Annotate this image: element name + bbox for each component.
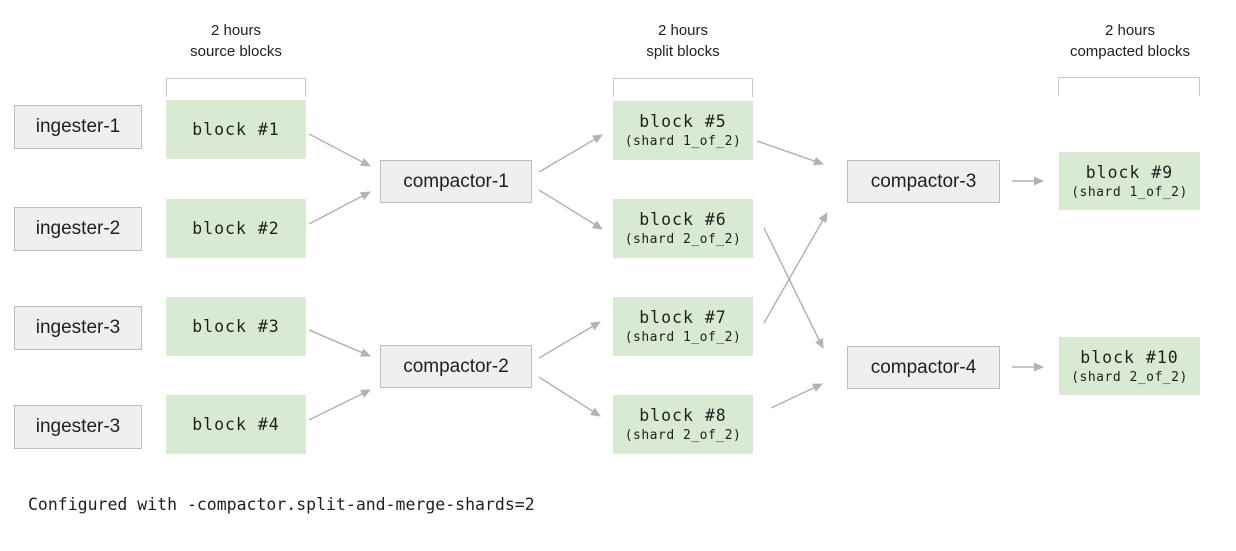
header-compacted-blocks: 2 hours compacted blocks bbox=[1040, 20, 1220, 62]
source-block-4-label: block #4 bbox=[192, 415, 280, 434]
compacted-block-9-label: block #9 bbox=[1085, 162, 1174, 182]
split-block-6-label: block #6 bbox=[639, 210, 727, 229]
arrow-compactor2-block7 bbox=[538, 321, 601, 359]
compactor-4-box: compactor-4 bbox=[847, 346, 1000, 389]
split-block-7-shard: (shard 1_of_2) bbox=[624, 330, 742, 345]
header-source-line2: source blocks bbox=[190, 43, 282, 60]
arrow-compactor1-block5 bbox=[538, 134, 603, 173]
arrow-block7-compactor3 bbox=[763, 212, 828, 324]
header-split-line1: 2 hours bbox=[657, 22, 709, 39]
compacted-block-10: block #10 (shard 2_of_2) bbox=[1059, 337, 1200, 395]
split-block-8-shard: (shard 2_of_2) bbox=[624, 428, 742, 443]
ingester-2-label: ingester-2 bbox=[35, 218, 121, 239]
source-block-3: block #3 bbox=[166, 297, 306, 356]
source-block-2: block #2 bbox=[166, 199, 306, 258]
split-block-8-label: block #8 bbox=[639, 406, 727, 425]
ingester-2-box: ingester-2 bbox=[14, 207, 142, 251]
split-block-5-shard: (shard 1_of_2) bbox=[624, 134, 742, 149]
arrow-compactor1-block6 bbox=[538, 189, 603, 230]
arrow-block2-compactor1 bbox=[308, 191, 371, 225]
split-block-5: block #5 (shard 1_of_2) bbox=[613, 101, 753, 160]
compacted-block-9: block #9 (shard 1_of_2) bbox=[1059, 152, 1200, 210]
source-block-2-label: block #2 bbox=[192, 219, 280, 238]
header-compacted-line2: compacted blocks bbox=[1069, 43, 1191, 60]
config-caption: Configured with -compactor.split-and-mer… bbox=[28, 495, 535, 514]
arrow-compactor2-block8 bbox=[538, 376, 601, 417]
header-source-line1: 2 hours bbox=[210, 22, 262, 39]
compactor-1-box: compactor-1 bbox=[380, 160, 532, 203]
ingester-1-label: ingester-1 bbox=[35, 116, 121, 137]
arrow-block6-compactor4 bbox=[763, 227, 824, 349]
arrow-block8-compactor4 bbox=[770, 383, 823, 409]
compactor-2-box: compactor-2 bbox=[380, 345, 532, 388]
split-block-7: block #7 (shard 1_of_2) bbox=[613, 297, 753, 356]
source-block-1: block #1 bbox=[166, 100, 306, 159]
compacted-block-10-label: block #10 bbox=[1080, 347, 1179, 367]
compactor-3-label: compactor-3 bbox=[870, 170, 977, 192]
compacted-block-10-shard: (shard 2_of_2) bbox=[1071, 369, 1188, 385]
header-source-blocks: 2 hours source blocks bbox=[166, 20, 306, 62]
header-split-line2: split blocks bbox=[646, 43, 720, 60]
ingester-3-box: ingester-3 bbox=[14, 306, 142, 350]
time-range-bracket-split bbox=[613, 78, 753, 97]
time-range-bracket-source bbox=[166, 78, 306, 97]
ingester-3-label: ingester-3 bbox=[35, 317, 121, 338]
ingester-4-box: ingester-3 bbox=[14, 405, 142, 449]
split-block-8: block #8 (shard 2_of_2) bbox=[613, 395, 753, 454]
split-block-6-shard: (shard 2_of_2) bbox=[624, 232, 742, 247]
compactor-1-label: compactor-1 bbox=[403, 170, 509, 192]
source-block-3-label: block #3 bbox=[192, 317, 280, 336]
ingester-1-box: ingester-1 bbox=[14, 105, 142, 149]
time-range-bracket-compacted bbox=[1058, 77, 1200, 96]
compactor-2-label: compactor-2 bbox=[403, 355, 509, 377]
source-block-1-label: block #1 bbox=[192, 120, 280, 139]
compactor-3-box: compactor-3 bbox=[847, 160, 1000, 203]
split-block-5-label: block #5 bbox=[639, 112, 727, 131]
header-compacted-line1: 2 hours bbox=[1104, 22, 1156, 39]
arrow-block5-compactor3 bbox=[756, 140, 824, 166]
arrow-block3-compactor2 bbox=[308, 329, 371, 357]
ingester-4-label: ingester-3 bbox=[35, 416, 121, 437]
source-block-4: block #4 bbox=[166, 395, 306, 454]
split-block-6: block #6 (shard 2_of_2) bbox=[613, 199, 753, 258]
arrow-block4-compactor2 bbox=[308, 389, 371, 421]
split-block-7-label: block #7 bbox=[639, 308, 727, 327]
compacted-block-9-shard: (shard 1_of_2) bbox=[1071, 184, 1188, 200]
arrow-block1-compactor1 bbox=[308, 133, 371, 167]
header-split-blocks: 2 hours split blocks bbox=[613, 20, 753, 62]
compactor-4-label: compactor-4 bbox=[870, 356, 977, 378]
